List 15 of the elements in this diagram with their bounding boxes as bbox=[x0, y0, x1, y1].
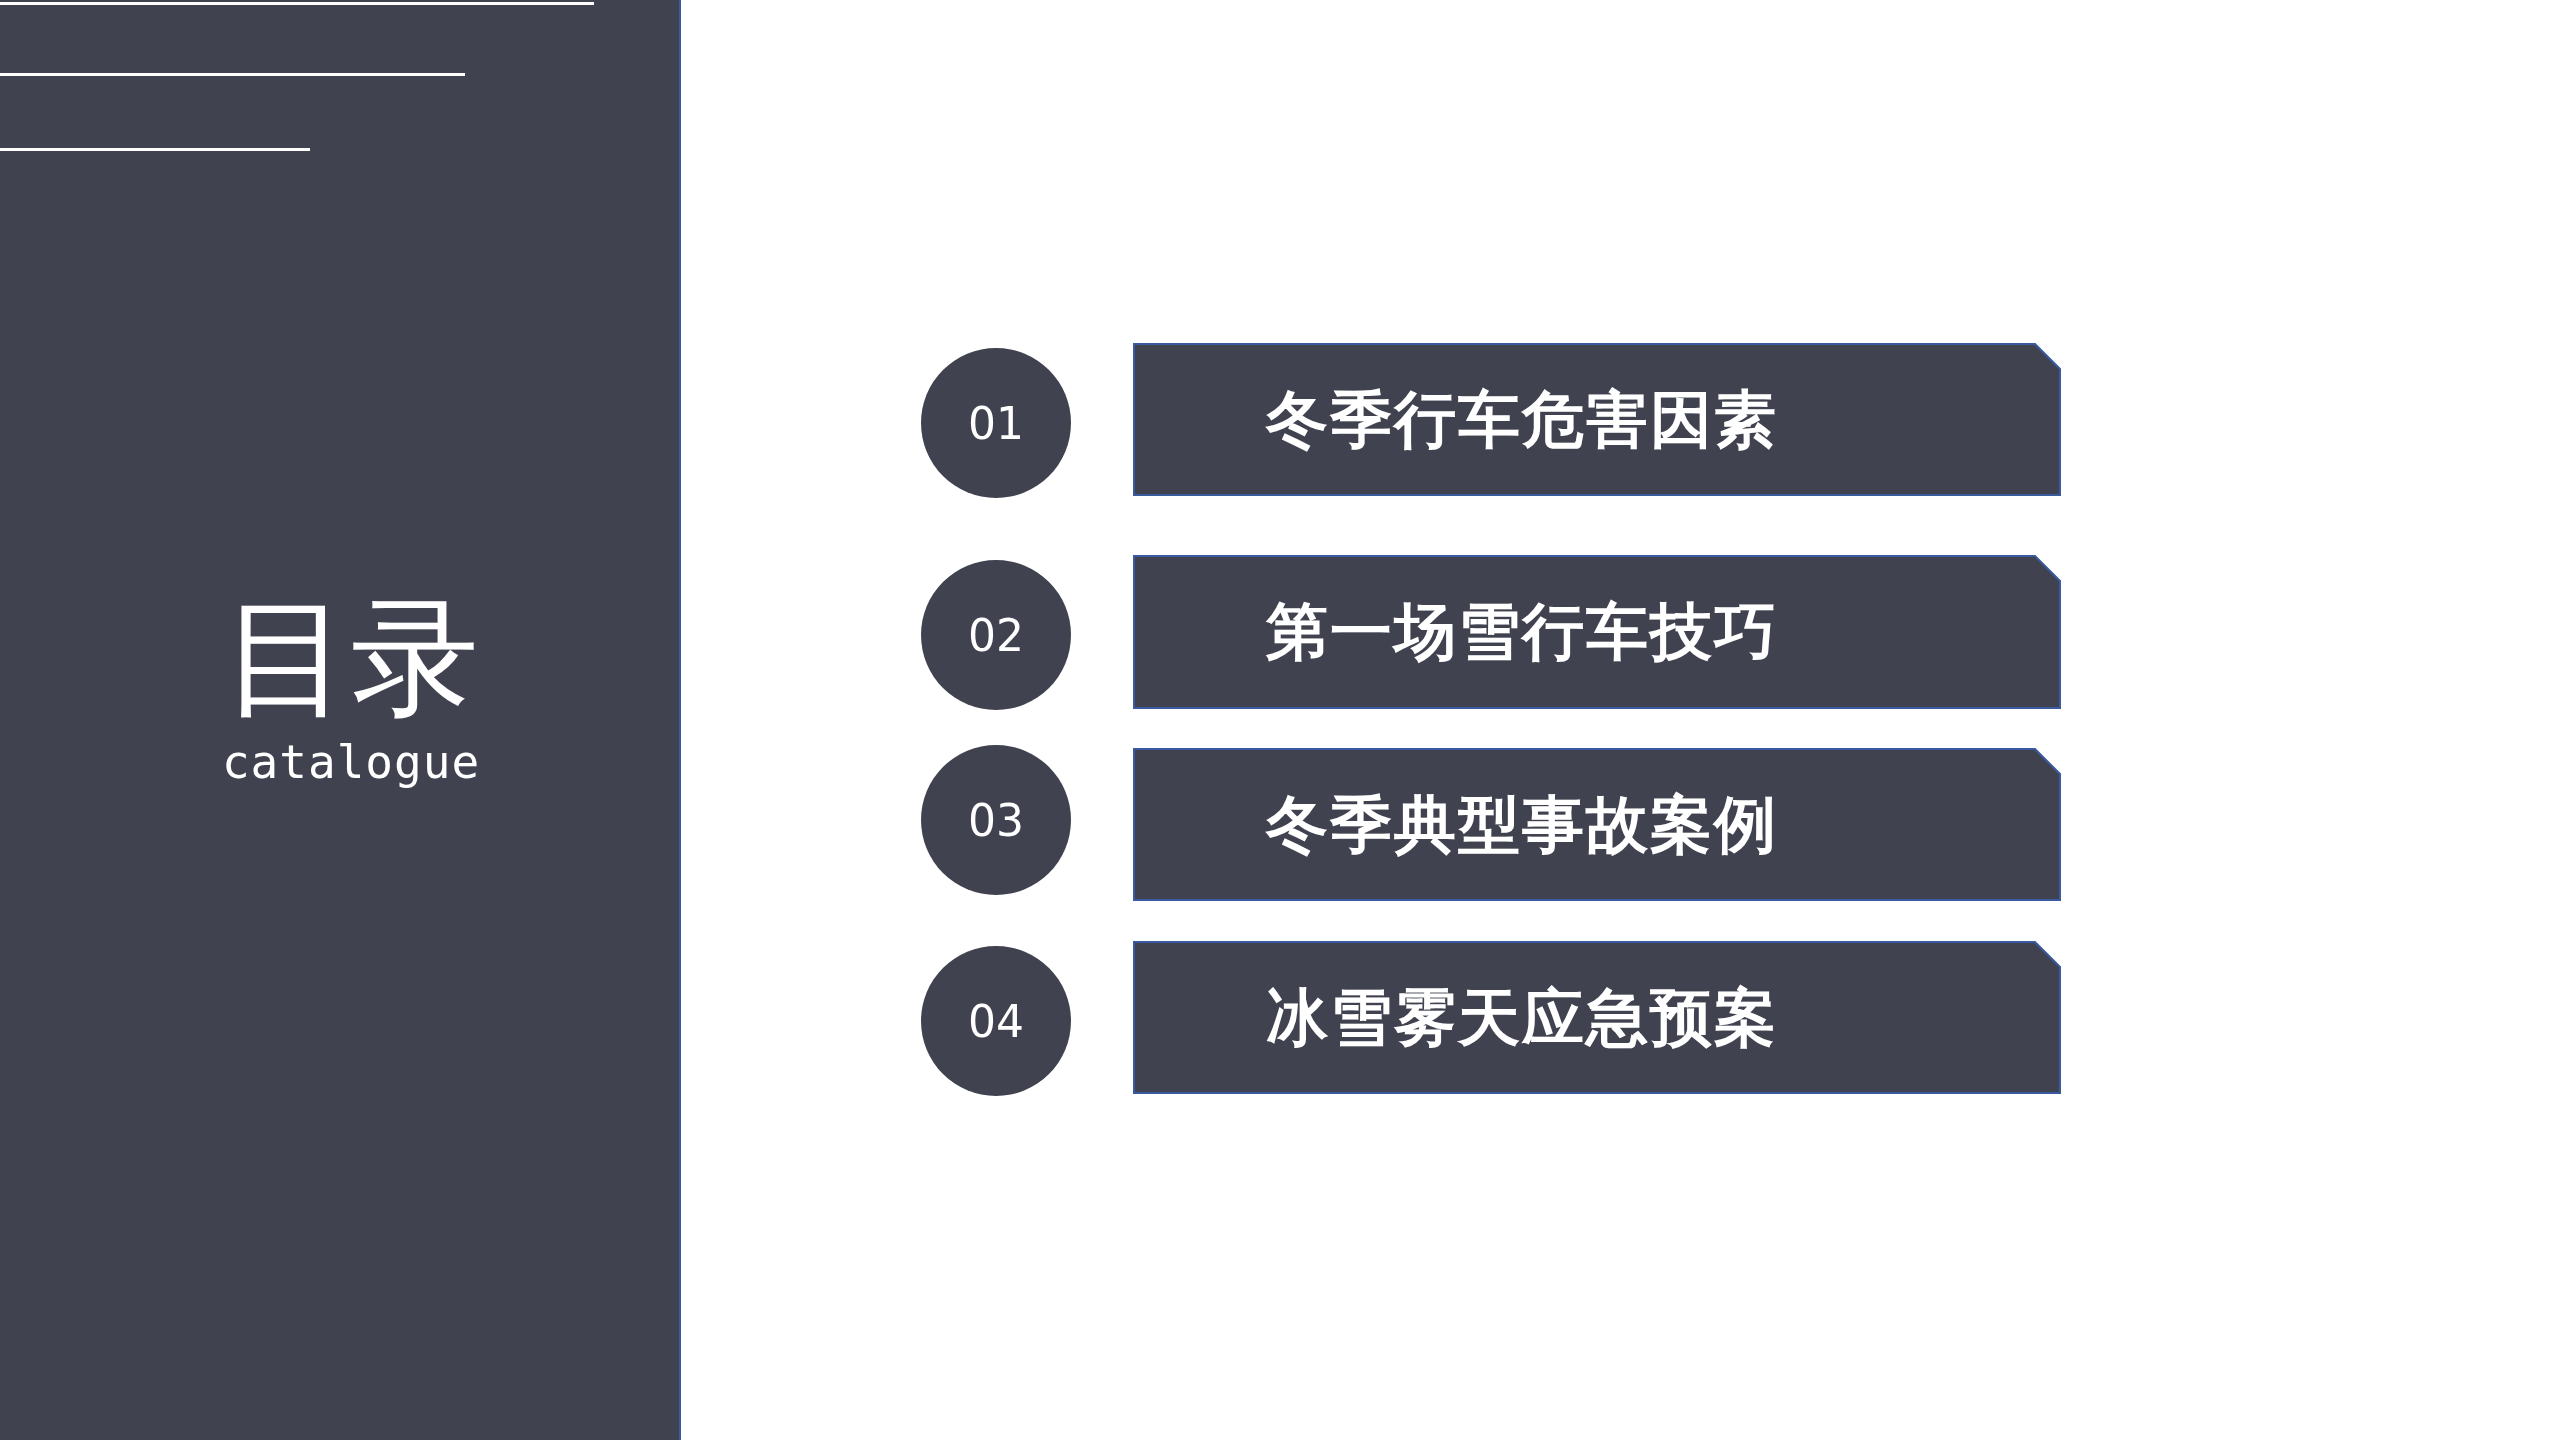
menu-item-box bbox=[1133, 555, 2061, 709]
item-number: 02 bbox=[968, 609, 1024, 661]
menu-item-text: 第一场雪行车技巧 bbox=[1266, 594, 1778, 670]
heading: 目录 bbox=[222, 588, 480, 728]
item-number: 03 bbox=[968, 794, 1024, 846]
menu-item-box bbox=[1133, 941, 2061, 1094]
menu-item-box bbox=[1133, 343, 2061, 496]
item-number: 01 bbox=[968, 397, 1024, 449]
menu-item-text: 冬季典型事故案例 bbox=[1266, 786, 1778, 863]
menu-item-text: 冬季行车危害因素 bbox=[1266, 381, 1778, 458]
sidebar-panel bbox=[0, 0, 681, 1440]
subheading: catalogue bbox=[220, 734, 482, 790]
menu-item-text: 冰雪雾天应急预案 bbox=[1266, 979, 1778, 1056]
menu-item-box bbox=[1133, 748, 2061, 901]
item-number: 04 bbox=[968, 995, 1024, 1047]
